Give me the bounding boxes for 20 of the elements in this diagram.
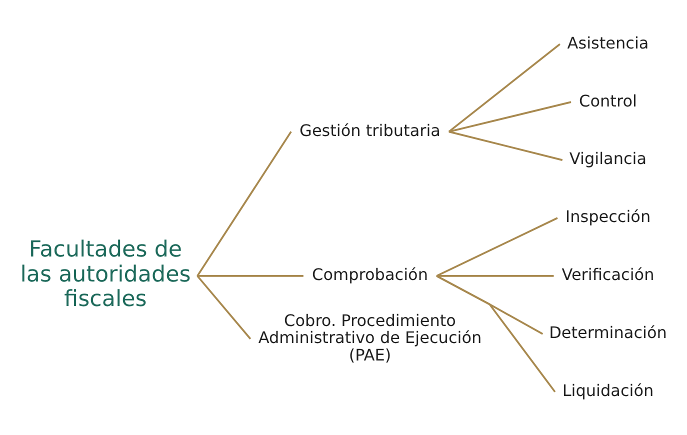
node-text: Comprobación <box>312 264 428 284</box>
node-text: Inspección <box>565 206 651 226</box>
node-text: Determinación <box>549 322 667 342</box>
connector <box>436 216 558 276</box>
connector <box>436 274 554 276</box>
node-text: Verificación <box>562 264 654 284</box>
connector <box>436 274 556 392</box>
node-text: Facultades de las autoridades fiscales <box>20 236 191 312</box>
connector <box>448 130 563 160</box>
connector <box>448 42 560 132</box>
connector <box>448 100 572 132</box>
node-text: Control <box>579 90 637 110</box>
node-text: Cobro. Procedimiento Administrativo de Ejecución (PAE) <box>258 310 482 364</box>
connector <box>197 274 304 276</box>
connector <box>196 274 252 339</box>
node-text: Liquidación <box>562 380 654 400</box>
node-text: Vigilancia <box>569 148 647 168</box>
connector <box>196 130 292 276</box>
node-text: Gestión tributaria <box>300 120 440 140</box>
node-text: Asistencia <box>567 32 649 52</box>
